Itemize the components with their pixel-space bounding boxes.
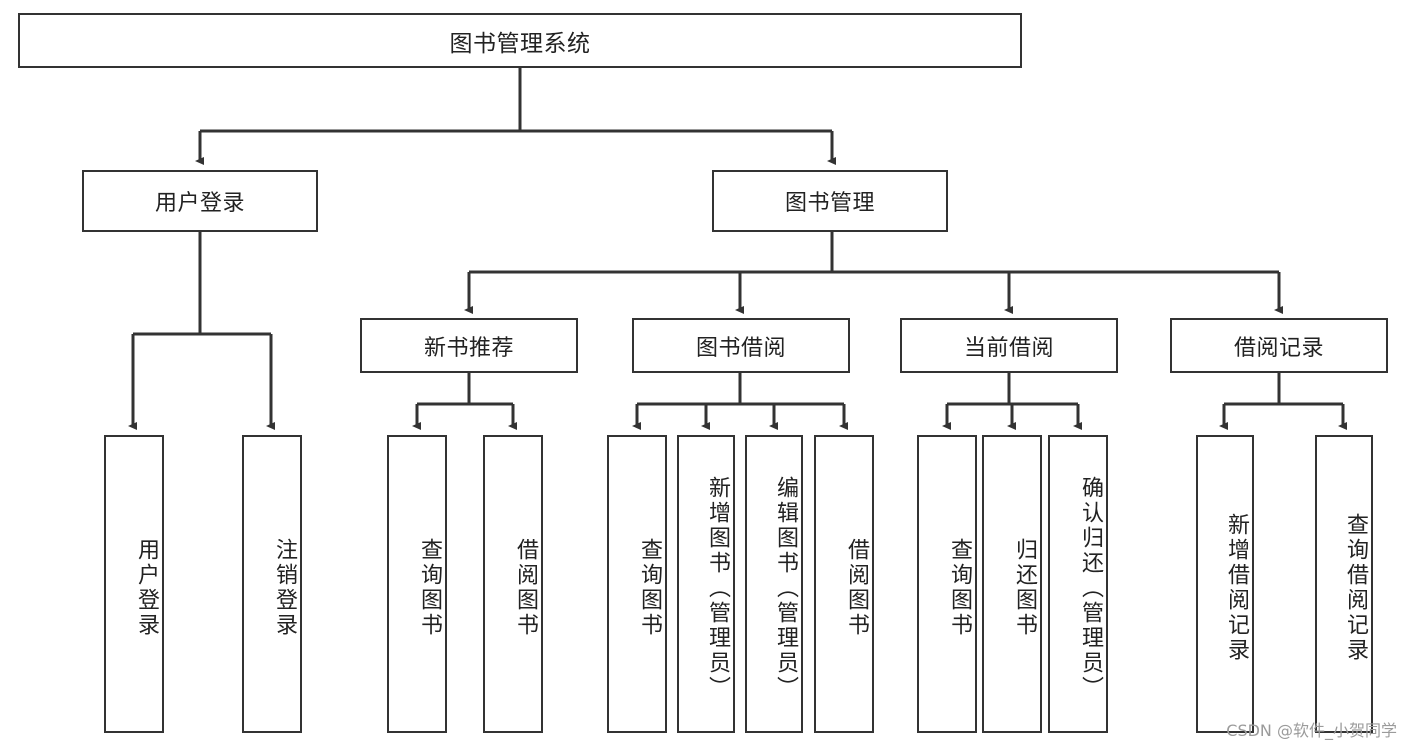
node-current-borrow[interactable]: 当前借阅	[900, 318, 1118, 373]
node-book-manage[interactable]: 图书管理	[712, 170, 948, 232]
leaf-add-book[interactable]: 新增图书（管理员）	[677, 435, 735, 733]
leaf-query-book-3[interactable]: 查询图书	[917, 435, 977, 733]
watermark-text: CSDN @软件_小贺同学	[1226, 721, 1397, 740]
node-user-login[interactable]: 用户登录	[82, 170, 318, 232]
leaf-add-record[interactable]: 新增借阅记录	[1196, 435, 1254, 733]
leaf-query-book-2[interactable]: 查询图书	[607, 435, 667, 733]
leaf-query-book-1[interactable]: 查询图书	[387, 435, 447, 733]
leaf-logout-login[interactable]: 注销登录	[242, 435, 302, 733]
leaf-confirm-return[interactable]: 确认归还（管理员）	[1048, 435, 1108, 733]
leaf-edit-book[interactable]: 编辑图书（管理员）	[745, 435, 803, 733]
leaf-query-record[interactable]: 查询借阅记录	[1315, 435, 1373, 733]
node-borrow-record[interactable]: 借阅记录	[1170, 318, 1388, 373]
node-new-book-recommend[interactable]: 新书推荐	[360, 318, 578, 373]
leaf-user-login[interactable]: 用户登录	[104, 435, 164, 733]
node-book-borrow[interactable]: 图书借阅	[632, 318, 850, 373]
leaf-borrow-book-2[interactable]: 借阅图书	[814, 435, 874, 733]
node-root[interactable]: 图书管理系统	[18, 13, 1022, 68]
leaf-return-book[interactable]: 归还图书	[982, 435, 1042, 733]
leaf-borrow-book-1[interactable]: 借阅图书	[483, 435, 543, 733]
